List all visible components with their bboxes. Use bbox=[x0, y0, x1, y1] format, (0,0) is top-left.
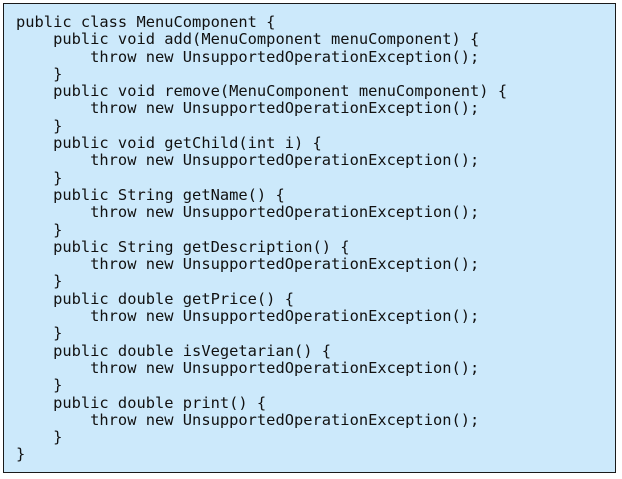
code-line: throw new UnsupportedOperationException(… bbox=[16, 255, 480, 274]
code-listing: public class MenuComponent { public void… bbox=[3, 3, 616, 473]
code-line: } bbox=[16, 376, 63, 395]
code-line: public double getPrice() { bbox=[16, 289, 294, 308]
code-line: throw new UnsupportedOperationException(… bbox=[16, 203, 480, 222]
code-line: public double isVegetarian() { bbox=[16, 341, 332, 360]
code-line: } bbox=[16, 445, 26, 464]
code-line: } bbox=[16, 64, 63, 83]
code-line: public String getName() { bbox=[16, 185, 285, 204]
code-line: throw new UnsupportedOperationException(… bbox=[16, 47, 480, 66]
code-line: public class MenuComponent { bbox=[16, 13, 276, 31]
code-line: } bbox=[16, 168, 63, 187]
code-line: public void remove(MenuComponent menuCom… bbox=[16, 82, 508, 101]
code-line: public void add(MenuComponent menuCompon… bbox=[16, 30, 480, 49]
code-line: throw new UnsupportedOperationException(… bbox=[16, 410, 480, 429]
code-line: } bbox=[16, 324, 63, 343]
code-line: } bbox=[16, 272, 63, 291]
code-line: public double print() { bbox=[16, 393, 267, 412]
code-line: public String getDescription() { bbox=[16, 237, 350, 256]
code-line: throw new UnsupportedOperationException(… bbox=[16, 307, 480, 326]
code-line: throw new UnsupportedOperationException(… bbox=[16, 358, 480, 377]
code-line: throw new UnsupportedOperationException(… bbox=[16, 99, 480, 118]
code-line: } bbox=[16, 220, 63, 239]
code-line: throw new UnsupportedOperationException(… bbox=[16, 151, 480, 170]
code-line: public void getChild(int i) { bbox=[16, 134, 322, 153]
code-line: } bbox=[16, 116, 63, 135]
code-line: } bbox=[16, 428, 63, 447]
